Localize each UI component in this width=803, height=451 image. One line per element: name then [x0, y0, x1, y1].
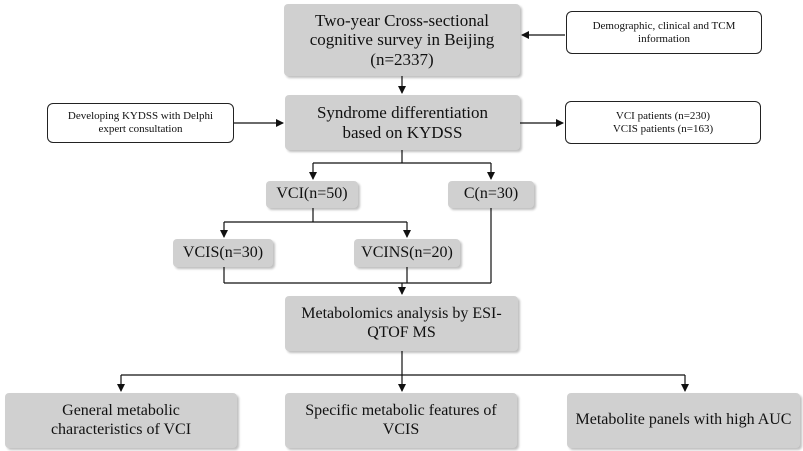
node-kydss-development: Developing KYDSS with Delphi expert cons… [47, 103, 234, 143]
node-vcis: VCIS(n=30) [173, 239, 273, 267]
node-c: C(n=30) [448, 181, 534, 208]
node-syndrome-differentiation: Syndrome differentiation based on KYDSS [285, 95, 520, 150]
node-metabolomics: Metabolomics analysis by ESI-QTOF MS [285, 296, 518, 351]
node-demographic: Demographic, clinical and TCM informatio… [566, 11, 762, 54]
node-survey: Two-year Cross-sectional cognitive surve… [284, 4, 520, 76]
node-specific-metabolic: Specific metabolic features of VCIS [285, 393, 517, 448]
patients-vci-label: VCI patients (n=230) [615, 109, 711, 122]
patients-vcis-label: VCIS patients (n=163) [612, 122, 714, 135]
node-vcins: VCINS(n=20) [354, 239, 460, 267]
node-general-metabolic: General metabolic characteristics of VCI [5, 393, 237, 448]
node-vci: VCI(n=50) [266, 181, 358, 208]
node-metabolite-panels: Metabolite panels with high AUC [567, 393, 800, 448]
node-patients: VCI patients (n=230) VCIS patients (n=16… [565, 101, 761, 144]
